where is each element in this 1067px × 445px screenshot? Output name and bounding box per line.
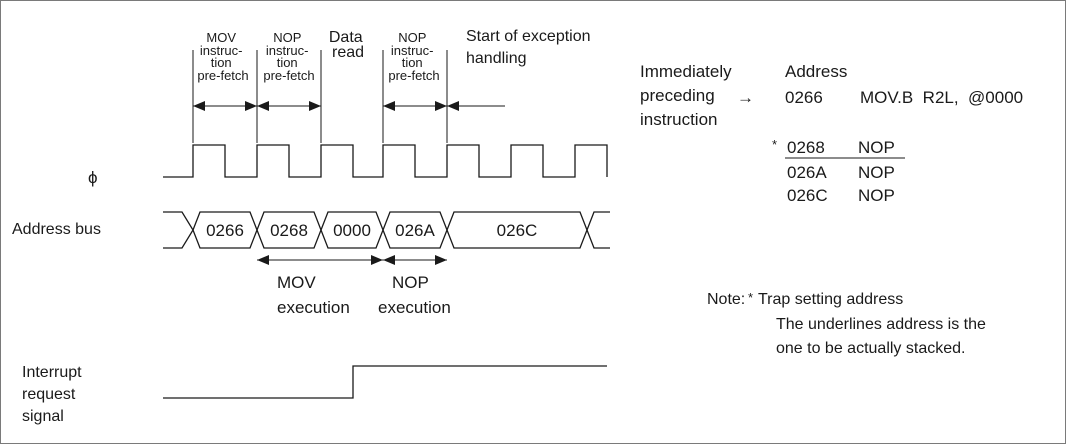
listing-address: 026A — [787, 163, 827, 182]
note-line: one to be actually stacked. — [776, 340, 965, 357]
address-bus-values: 0266 0268 0000 026A 026C — [206, 221, 537, 240]
bus-value: 0266 — [206, 221, 244, 240]
listing-address: 0268 — [787, 138, 825, 157]
listing-instruction: NOP — [858, 138, 895, 157]
nop-execution-label: NOP execution — [378, 273, 451, 317]
phase-nop-fetch-2: NOP instruc- tion pre-fetch — [388, 30, 439, 83]
phi-clock-waveform — [163, 144, 608, 178]
phase-headers: MOV instruc- tion pre-fetch NOP instruc-… — [197, 28, 595, 83]
bus-value: 026A — [395, 221, 435, 240]
bus-value: 0268 — [270, 221, 308, 240]
interrupt-label: Interrupt request signal — [22, 364, 86, 425]
listing-instruction: MOV.B R2L, @0000 — [860, 88, 1023, 107]
phase-nop-fetch-1: NOP instruc- tion pre-fetch — [263, 30, 314, 83]
phi-label: ϕ — [88, 168, 98, 187]
listing-instruction: NOP — [858, 186, 895, 205]
listing-instruction: NOP — [858, 163, 895, 182]
bus-value: 0000 — [333, 221, 371, 240]
address-bus-waveform — [163, 211, 610, 249]
note-prefix: Note: — [707, 291, 745, 308]
phase-mov-fetch: MOV instruc- tion pre-fetch — [197, 30, 248, 83]
trap-asterisk: * — [772, 137, 777, 152]
phase-exception: Start of exception handling — [466, 28, 595, 67]
listing-address: 026C — [787, 186, 828, 205]
phase-data-read: Data read — [329, 29, 367, 61]
note-line: The underlines address is the — [776, 316, 986, 333]
listing-address: 0266 — [785, 88, 823, 107]
instruction-listing: 0266 MOV.B R2L, @0000 * 0268 NOP 026A NO… — [772, 88, 1023, 205]
phase-arrows — [193, 101, 505, 111]
preceding-instruction-label: Immediately preceding instruction — [640, 62, 736, 129]
note-line: Trap setting address — [758, 291, 903, 308]
note-asterisk: * — [748, 290, 753, 305]
execution-arrows — [257, 255, 447, 265]
interrupt-waveform — [163, 365, 607, 399]
note: Note: * Trap setting address The underli… — [707, 290, 986, 357]
address-header: Address — [785, 62, 847, 81]
mov-execution-label: MOV execution — [277, 273, 350, 317]
bus-value: 026C — [497, 221, 538, 240]
address-bus-label: Address bus — [12, 221, 101, 238]
preceding-arrow: → — [737, 88, 754, 107]
phase-boundaries — [192, 50, 448, 143]
